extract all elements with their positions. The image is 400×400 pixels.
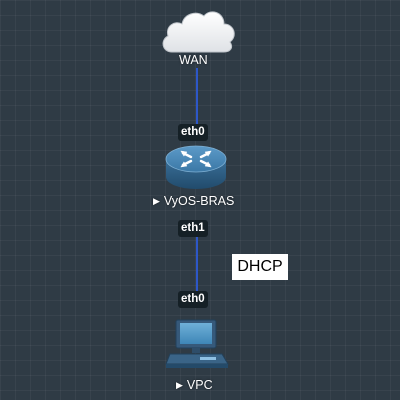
dhcp-annotation[interactable]: DHCP	[232, 254, 288, 280]
play-icon[interactable]: ▶	[176, 380, 183, 390]
cloud-icon	[162, 11, 235, 53]
vpc-name: VPC	[186, 378, 213, 392]
wan-label: WAN	[179, 53, 208, 67]
node-vyos-bras[interactable]: ▶VyOS-BRAS	[148, 142, 258, 212]
port-vpc-eth0[interactable]: eth0	[178, 291, 208, 308]
play-icon[interactable]: ▶	[153, 196, 160, 206]
router-label: ▶VyOS-BRAS	[153, 194, 234, 208]
port-router-eth0[interactable]: eth0	[178, 124, 208, 141]
port-router-eth1[interactable]: eth1	[178, 220, 208, 237]
link-router-vpc[interactable]	[196, 236, 198, 298]
router-name: VyOS-BRAS	[163, 194, 235, 208]
computer-icon	[165, 319, 229, 368]
node-wan[interactable]: WAN	[155, 4, 239, 70]
link-wan-router[interactable]	[196, 68, 198, 128]
vpc-label: ▶VPC	[176, 378, 213, 392]
router-icon	[165, 145, 227, 189]
node-vpc[interactable]: ▶VPC	[160, 316, 240, 398]
